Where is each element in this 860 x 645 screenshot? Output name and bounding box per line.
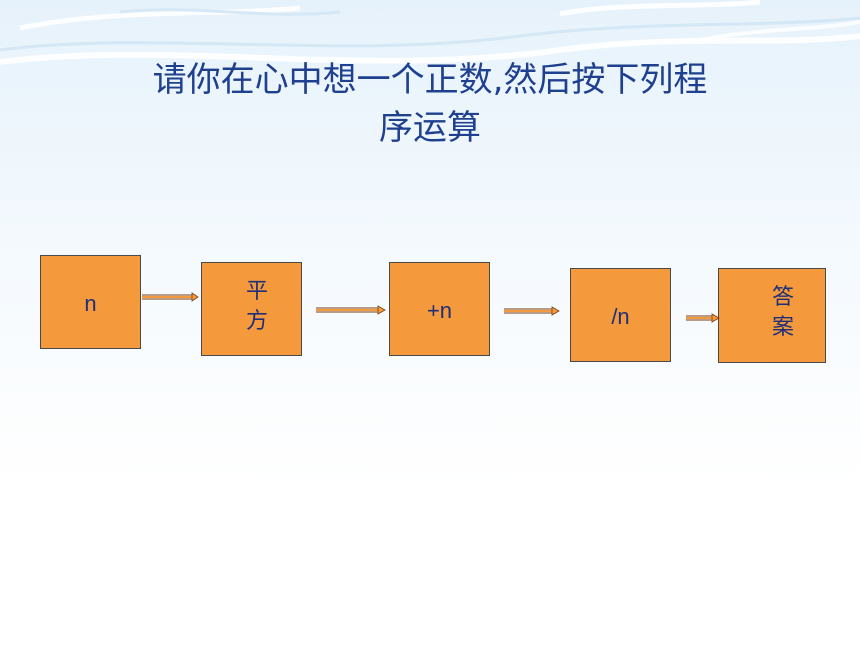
arrow-n-to-square (142, 292, 199, 302)
node-square-label-line1: 平 (245, 279, 268, 304)
node-answer: 答 案 (718, 268, 826, 363)
node-divide-n-label: /n (611, 304, 630, 329)
node-square: 平 方 (201, 262, 302, 356)
arrow-divide-n-to-answer (686, 313, 720, 323)
node-answer-label-line1: 答 (771, 285, 794, 310)
node-square-label-line2: 方 (245, 309, 268, 334)
node-plus-n-label: +n (426, 298, 453, 323)
wave-decoration (0, 0, 860, 65)
arrow-plus-n-to-divide-n (504, 306, 560, 316)
node-n-label: n (84, 291, 97, 316)
node-n: n (40, 255, 141, 349)
node-divide-n: /n (570, 268, 671, 362)
slide-title-line1: 请你在心中想一个正数,然后按下列程 (152, 60, 708, 100)
node-answer-label-line2: 案 (771, 315, 794, 340)
slide-title-line2: 序运算 (379, 108, 481, 148)
node-plus-n: +n (389, 262, 490, 356)
arrow-square-to-plus-n (316, 305, 386, 315)
